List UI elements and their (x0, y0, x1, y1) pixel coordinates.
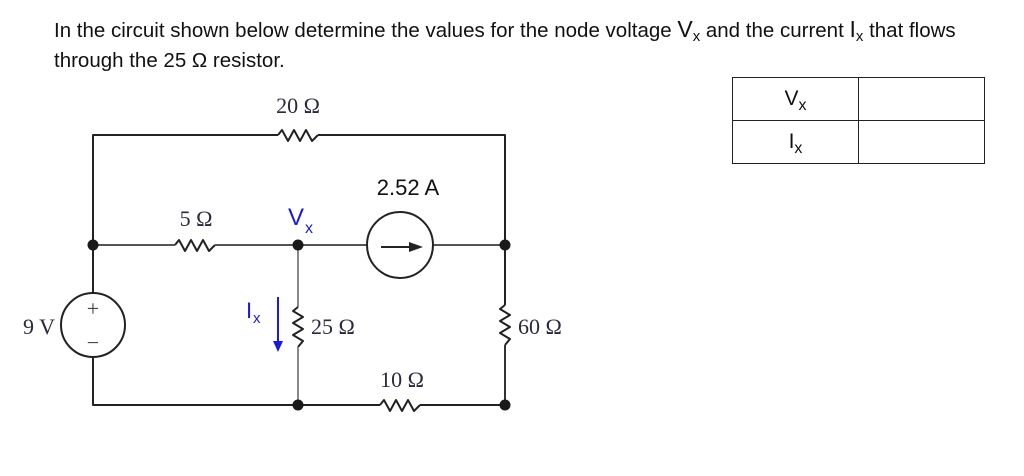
label-9v: 9 V (23, 314, 55, 339)
resistor-5-ohm (174, 239, 216, 252)
label-2-52-a: 2.52 A (377, 175, 440, 200)
node-left-middle (87, 239, 99, 251)
current-source-arrow-head (409, 242, 423, 252)
answer-table: Vx Ix (732, 77, 985, 164)
node-bottom-center (292, 399, 304, 411)
label-10-ohm: 10 Ω (380, 367, 424, 392)
ix-arrow-head (273, 341, 283, 352)
label-60-ohm: 60 Ω (518, 314, 562, 339)
vx-symbol: Vx (677, 16, 701, 45)
answer-label-ix: Ix (732, 120, 859, 164)
resistor-60-ohm (499, 304, 511, 346)
label-5-ohm: 5 Ω (180, 206, 213, 231)
resistor-20-ohm (277, 129, 319, 142)
wire-bottom-left (92, 357, 380, 406)
question-part3: that flows through the 25 Ω resistor. (54, 19, 956, 72)
question-part1: In the circuit shown below determine the… (54, 19, 678, 42)
resistor-10-ohm (379, 399, 421, 412)
minus-sign: − (87, 330, 99, 355)
node-right-middle (499, 239, 511, 251)
label-ix-main: I (246, 298, 252, 323)
node-bottom-right (499, 399, 511, 411)
node-vx (292, 239, 304, 251)
plus-sign: + (87, 296, 99, 321)
ix-symbol: Ix (849, 16, 864, 45)
question-text: In the circuit shown below determine the… (54, 14, 1014, 76)
answer-cell-ix[interactable] (858, 120, 985, 164)
label-25-ohm: 25 Ω (311, 314, 355, 339)
resistor-25-ohm (292, 306, 304, 348)
label-20-ohm: 20 Ω (276, 93, 320, 118)
question-part2: and the current (700, 19, 850, 42)
current-source (366, 211, 434, 279)
answer-row-ix: Ix (732, 120, 985, 164)
label-vx-main: V (288, 204, 304, 231)
label-ix-sub: x (253, 310, 261, 327)
voltage-source (60, 292, 126, 358)
label-vx-sub: x (305, 220, 313, 237)
